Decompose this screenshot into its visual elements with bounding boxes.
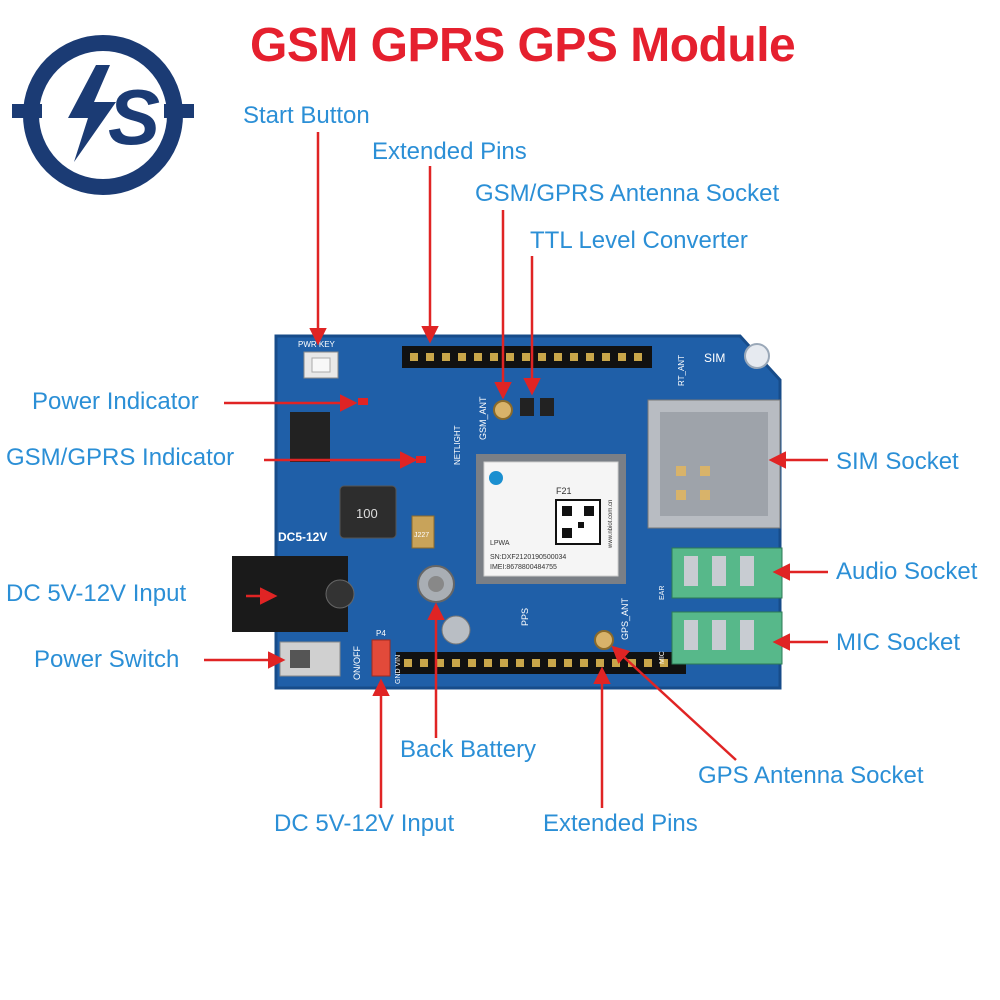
label-power-switch: Power Switch — [34, 646, 180, 673]
p4-jumper-part — [371, 639, 391, 677]
pcb-text-netlight: NETLIGHT — [453, 425, 462, 465]
label-back-battery: Back Battery — [400, 736, 537, 763]
pcb-text-pps: PPS — [520, 608, 530, 626]
label-audio-socket: Audio Socket — [836, 558, 978, 585]
label-ttl-converter: TTL Level Converter — [530, 227, 748, 254]
label-dc-input-bottom: DC 5V-12V Input — [274, 810, 455, 837]
pcb-text-mic: MIC — [659, 651, 666, 664]
pcb-text-inductor: 100 — [356, 506, 378, 521]
chip-site: www.nbiot.com.cn — [608, 500, 614, 549]
page-title: GSM GPRS GPS Module — [250, 19, 796, 72]
power-indicator-led — [358, 398, 368, 405]
j227-part — [411, 515, 435, 549]
pcb-text-gsm-ant: GSM_ANT — [478, 396, 488, 440]
label-power-indicator: Power Indicator — [32, 388, 199, 415]
lightning-s-logo-icon: S — [12, 35, 194, 195]
label-gsm-indicator: GSM/GPRS Indicator — [6, 444, 235, 471]
pcb-text-j227: J227 — [414, 532, 429, 539]
pcb-text-sim: SIM — [704, 351, 725, 365]
logo-letter: S — [108, 73, 160, 161]
pcb-text-rt-ant: RT_ANT — [677, 355, 686, 386]
pcb-text-vin: GND VIN — [395, 655, 402, 684]
label-mic-socket: MIC Socket — [836, 629, 961, 656]
label-gps-antenna-socket: GPS Antenna Socket — [698, 762, 924, 789]
pcb-text-on-off: ON/OFF — [352, 646, 362, 680]
label-gsm-antenna-socket: GSM/GPRS Antenna Socket — [475, 180, 780, 207]
pcb-text-p4: P4 — [376, 629, 386, 638]
chip-sn: SN:DXF2120190500034 — [490, 554, 566, 561]
arrow-gps-antenna — [611, 645, 737, 761]
pcb-text-ear: EAR — [659, 586, 666, 600]
gsm-indicator-led — [416, 456, 426, 463]
chip-name: F21 — [556, 486, 572, 496]
back-battery-holder — [441, 615, 471, 645]
label-start-button: Start Button — [243, 102, 370, 129]
gps-antenna-part — [594, 630, 614, 650]
ttl-chip-a — [520, 398, 534, 416]
gsm-antenna-part — [493, 400, 513, 420]
pcb-text-dc-range: DC5-12V — [278, 530, 327, 544]
pcb-text-gps-ant: GPS_ANT — [620, 597, 630, 640]
label-sim-socket: SIM Socket — [836, 448, 959, 475]
chip-model: LPWA — [490, 540, 510, 547]
ttl-chip-b — [540, 398, 554, 416]
mount-hole — [744, 343, 770, 369]
label-extended-pins-top: Extended Pins — [372, 138, 527, 165]
inductor — [339, 485, 397, 539]
chip-imei: IMEI:8678800484755 — [490, 564, 557, 571]
label-dc-input-left: DC 5V-12V Input — [6, 580, 187, 607]
regulator-chip — [290, 412, 330, 462]
label-extended-pins-bottom: Extended Pins — [543, 810, 698, 837]
